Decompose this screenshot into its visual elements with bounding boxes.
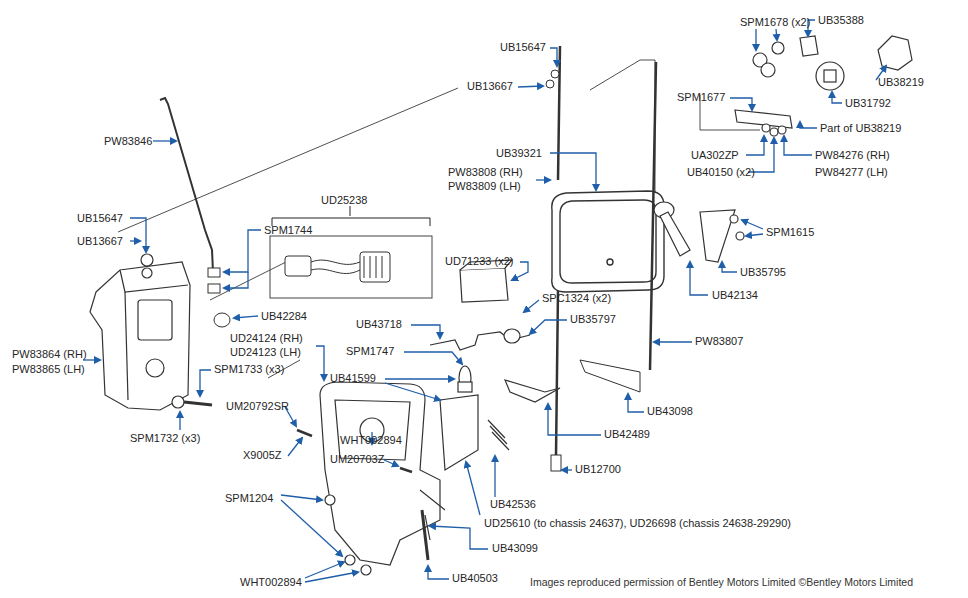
- part-number: UM20792SR: [226, 400, 289, 413]
- part-number: SPC1324 (x2): [542, 292, 611, 305]
- part-number: PW84276 (RH): [815, 149, 890, 162]
- part-number: SPM1747: [346, 345, 394, 358]
- part-number: UB31792: [845, 97, 891, 110]
- part-number: UB35388: [818, 14, 864, 27]
- part-number: SPM1615: [766, 226, 814, 239]
- part-number: Part of UB38219: [820, 122, 901, 135]
- part-number: UD71233 (x2): [445, 255, 513, 268]
- part-number: UB41599: [330, 372, 376, 385]
- part-number: UB39321: [496, 147, 542, 160]
- part-number: UD24124 (RH): [230, 332, 303, 345]
- part-number: UB42536: [490, 498, 536, 511]
- part-number: UB13667: [467, 80, 513, 93]
- part-number: UM20703Z: [330, 453, 384, 466]
- part-number: PW83807: [695, 335, 743, 348]
- part-number: UB38219: [878, 76, 924, 89]
- part-number: UB42489: [604, 428, 650, 441]
- part-number: UB42284: [261, 310, 307, 323]
- part-number: SPM1732 (x3): [130, 432, 200, 445]
- part-number: UB40503: [452, 572, 498, 585]
- part-number: UB35795: [740, 266, 786, 279]
- part-number: UB43098: [647, 405, 693, 418]
- part-number: SPM1677: [677, 91, 725, 104]
- part-number: UB12700: [575, 463, 621, 476]
- part-number: PW83809 (LH): [448, 180, 521, 193]
- part-number: WHT002894: [340, 434, 402, 447]
- part-number: SPM1733 (x3): [214, 363, 284, 376]
- credit-caption: Images reproduced permission of Bentley …: [530, 576, 913, 589]
- part-number: PW83846: [104, 135, 152, 148]
- part-number: UB43099: [492, 542, 538, 555]
- part-number: UB40150 (x2): [687, 166, 755, 179]
- part-number: PW83865 (LH): [12, 363, 85, 376]
- part-number: UD25610 (to chassis 24637), UD26698 (cha…: [484, 517, 791, 530]
- part-number: UA302ZP: [691, 149, 739, 162]
- part-number: UB15647: [500, 41, 546, 54]
- part-number: UB13667: [77, 235, 123, 248]
- part-number: WHT002894: [240, 576, 302, 589]
- part-number: PW83808 (RH): [448, 166, 523, 179]
- part-number: UB43718: [356, 318, 402, 331]
- part-number: X9005Z: [243, 449, 282, 462]
- part-number: PW83864 (RH): [12, 348, 87, 361]
- part-number: UB15647: [77, 212, 123, 225]
- part-number: UD25238: [321, 194, 367, 207]
- part-number: UB35797: [570, 313, 616, 326]
- part-number: SPM1678 (x2): [740, 16, 810, 29]
- part-number: SPM1744: [264, 224, 312, 237]
- part-number: UB42134: [712, 289, 758, 302]
- part-number: UD24123 (LH): [230, 346, 301, 359]
- part-number: PW84277 (LH): [815, 166, 888, 179]
- part-number: SPM1204: [225, 492, 273, 505]
